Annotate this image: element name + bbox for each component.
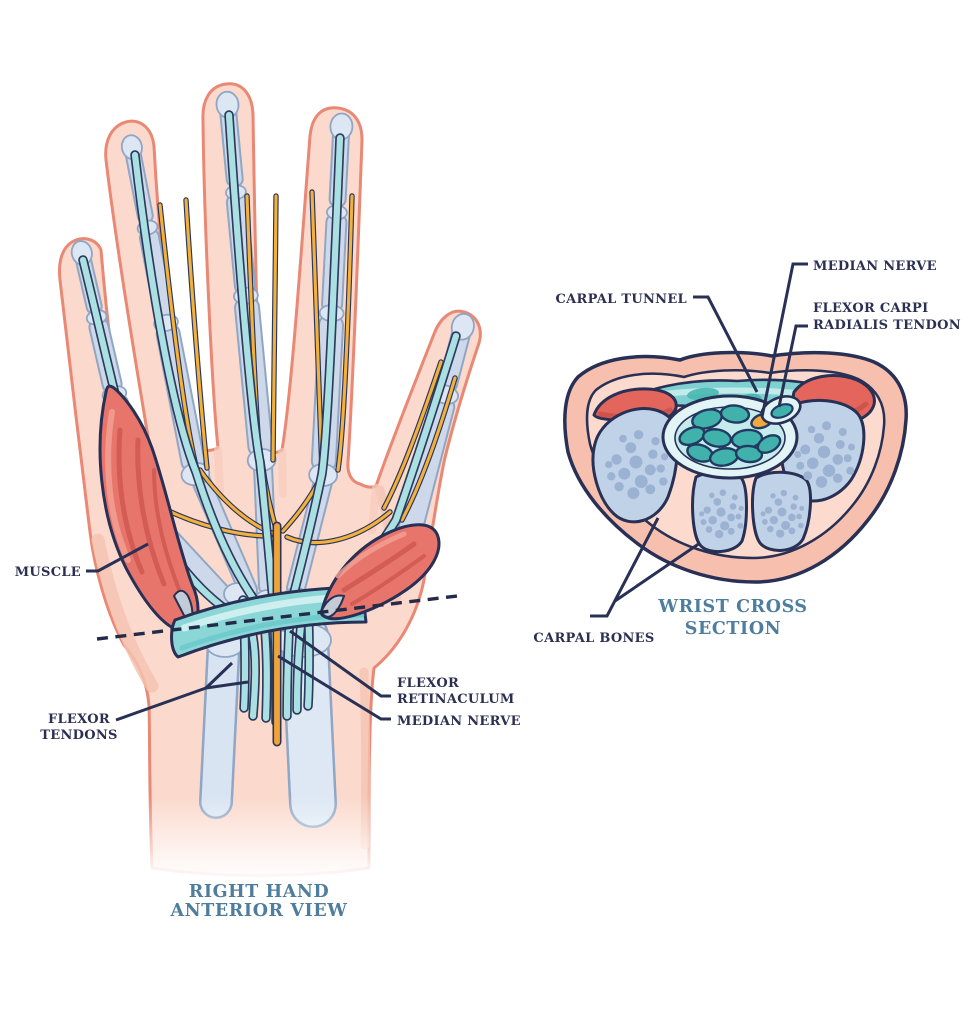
median-nerve-hand-label: MEDIAN NERVE [397, 714, 521, 729]
section-caption: WRIST CROSS SECTION [657, 597, 807, 639]
section-plane-dashed-line [96, 594, 458, 641]
wrist-cross-section-illustration [563, 350, 908, 584]
label-flexor-tendons: FLEXOR TENDONS [40, 661, 249, 743]
right-hand-illustration [58, 82, 482, 895]
label-carpal-bones: CARPAL BONES [533, 517, 701, 646]
section-caption-line2: SECTION [685, 619, 782, 639]
label-carpal-tunnel: CARPAL TUNNEL [555, 292, 759, 393]
label-flexor-retinaculum: FLEXOR RETINACULUM [289, 629, 515, 707]
forearm-fade [140, 795, 405, 895]
carpal-tunnel-label: CARPAL TUNNEL [555, 292, 687, 307]
hypothenar-muscle [98, 384, 200, 633]
label-median-nerve-section: MEDIAN NERVE [760, 259, 937, 418]
median-nerve-section-label: MEDIAN NERVE [813, 259, 937, 274]
hand-caption: RIGHT HAND ANTERIOR VIEW [169, 882, 347, 921]
label-muscle: MUSCLE [15, 542, 149, 580]
flexor-tendons-label-line2: TENDONS [40, 728, 117, 743]
tunnel-tendons [678, 404, 782, 467]
flexor-retinaculum-label-line2: RETINACULUM [397, 692, 515, 707]
flexor-retinaculum-label-line1: FLEXOR [397, 676, 459, 691]
section-caption-line1: WRIST CROSS [657, 597, 807, 617]
fcr-label-line2: RADIALIS TENDON [813, 318, 961, 333]
carpal-bones-label: CARPAL BONES [533, 631, 654, 646]
label-flexor-carpi-radialis: FLEXOR CARPI RADIALIS TENDON [777, 301, 961, 408]
fcr-label-line1: FLEXOR CARPI [813, 301, 928, 316]
flexor-tendons-label-line1: FLEXOR [48, 712, 110, 727]
hand-caption-line1: RIGHT HAND [189, 882, 330, 902]
annotations: MUSCLE FLEXOR TENDONS FLEXOR RETINACULUM… [15, 259, 961, 921]
section-carpal-tunnel [661, 394, 799, 480]
hand-caption-line2: ANTERIOR VIEW [169, 901, 347, 921]
label-median-nerve-hand: MEDIAN NERVE [277, 654, 521, 729]
muscle-label: MUSCLE [15, 565, 81, 580]
